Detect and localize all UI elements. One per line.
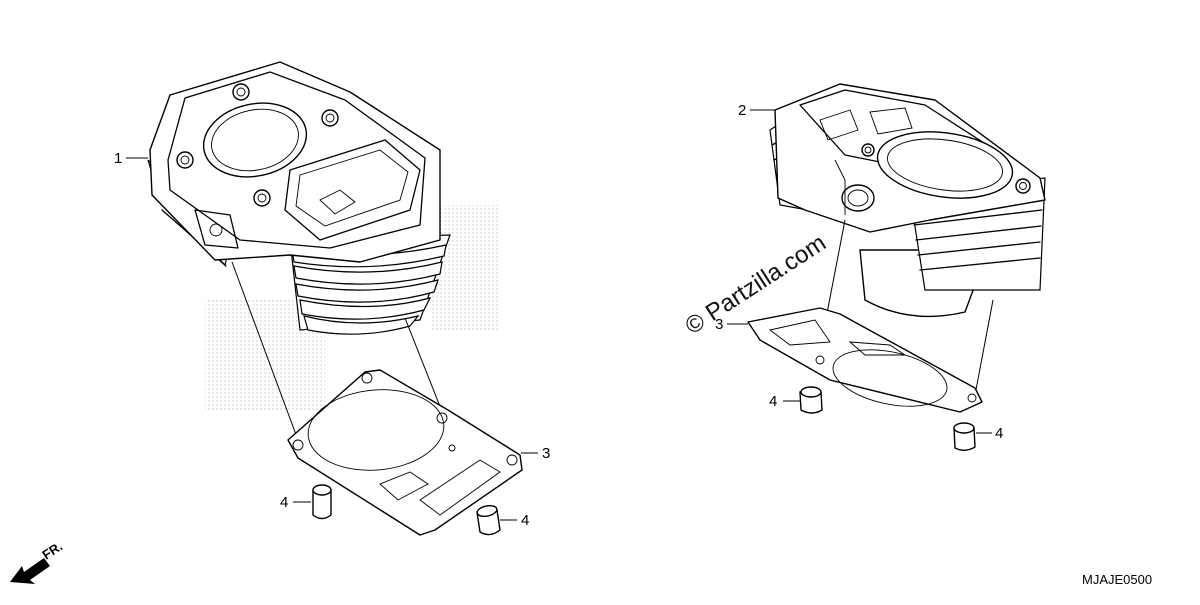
diagram-code: MJAJE0500 (1082, 572, 1152, 587)
callout-left-cylinder: 1 (114, 150, 122, 167)
left-gasket[interactable] (287, 369, 523, 536)
right-dowel-pin-b[interactable] (953, 422, 976, 451)
callout-left-gasket: 3 (542, 445, 550, 462)
right-gasket[interactable] (747, 307, 983, 415)
callout-right-gasket: 3 (715, 316, 723, 333)
callout-right-cylinder: 2 (738, 102, 746, 119)
callout-right-pin-a: 4 (769, 393, 777, 410)
left-cylinder[interactable] (147, 61, 451, 335)
left-dowel-pin-b[interactable] (476, 504, 501, 536)
callout-left-pin-a: 4 (280, 494, 288, 511)
left-dowel-pin-a[interactable] (312, 484, 332, 520)
callout-right-pin-b: 4 (995, 425, 1003, 442)
front-arrow-icon (10, 558, 50, 584)
left-alignment-lines (231, 261, 444, 441)
right-dowel-pin-a[interactable] (799, 386, 823, 414)
callout-left-pin-b: 4 (521, 512, 529, 529)
front-direction-indicator: FR. (10, 539, 65, 584)
callout-leaders (126, 109, 992, 521)
right-cylinder[interactable] (769, 83, 1046, 318)
